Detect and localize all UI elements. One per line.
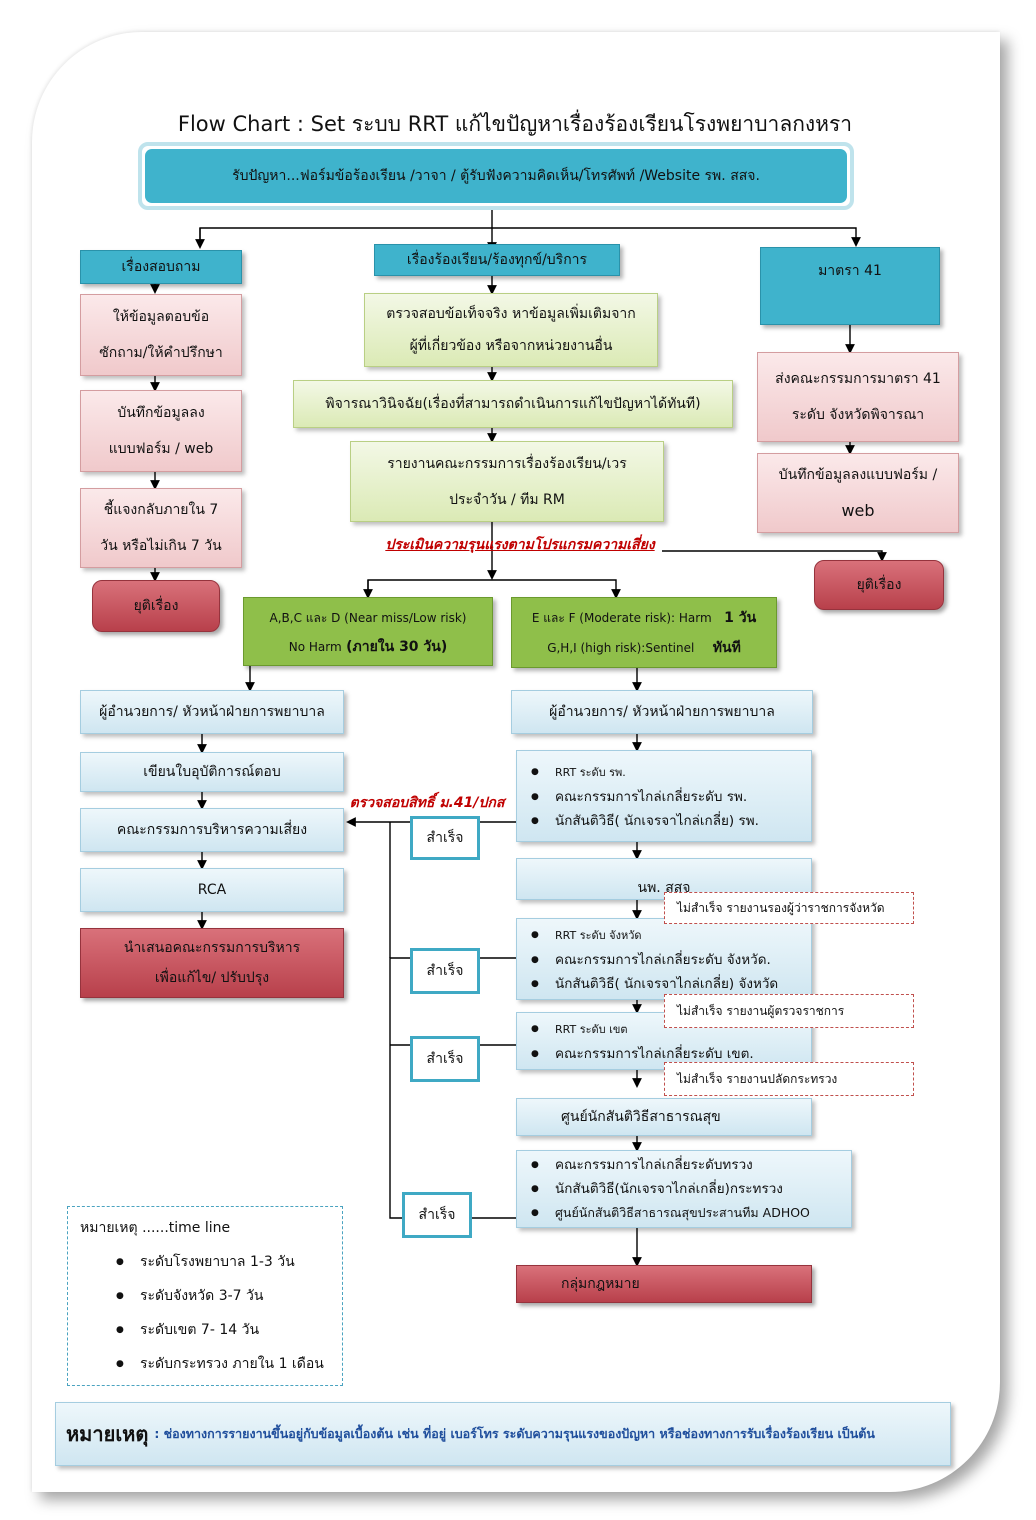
inquiry-reply-box: ชี้แจงกลับภายใน 7 วัน หรือไม่เกิน 7 วัน (80, 488, 242, 568)
hospital-rrt: RRT ระดับ รพ. (531, 760, 811, 785)
region-level-list: RRT ระดับ เขต คณะกรรมการไกล่เกลี่ยระดับ … (517, 1017, 811, 1066)
section41-end-button: ยุติเรื่อง (814, 560, 944, 610)
footnote-label: หมายเหตุ (66, 1422, 149, 1446)
high-risk-sentinel: G,H,I (high risk):Sentinel (547, 640, 695, 655)
intake-text: รับปัญหา...ฟอร์มข้อร้องเรียน /วาจา / ตู้… (232, 167, 760, 184)
ministry-level-list: คณะกรรมการไกล่เกลี่ยระดับทรวง นักสันติวิ… (517, 1153, 851, 1225)
hospital-level-box: RRT ระดับ รพ. คณะกรรมการไกล่เกลี่ยระดับ … (516, 750, 812, 842)
high-director-box: ผู้อำนวยการ/ หัวหน้าฝ่ายการพยาบาล (511, 690, 813, 734)
timeline-hospital: ระดับโรงพยาบาล 1-3 วัน (116, 1245, 342, 1279)
fail-box-province: ไม่สำเร็จ รายงานรองผู้ว่าราชการจังหวัด (664, 892, 914, 924)
inquiry-answer-box: ให้ข้อมูลตอบข้อ ซักถาม/ให้คำปรึกษา (80, 294, 242, 376)
low-risk-box: A,B,C และ D (Near miss/Low risk) No Harm… (243, 597, 493, 666)
timeline-note: หมายเหตุ ......time line ระดับโรงพยาบาล … (67, 1206, 343, 1386)
success-box-region: สำเร็จ (410, 1036, 480, 1082)
low-risk-line2: No Harm (ภายใน 30 วัน) (289, 633, 448, 661)
assess-severity-label: ประเมินความรุนแรงตามโปรแกรมความเสี่ยง (385, 536, 655, 553)
section41-record-box: บันทึกข้อมูลลงแบบฟอร์ม / web (757, 453, 959, 533)
present-line1: นำเสนอคณะกรรมการบริหาร (123, 940, 301, 956)
inquiry-answer-line1: ให้ข้อมูลตอบข้อ (112, 309, 210, 325)
province-peacemaker: นักสันติวิธี( นักเจรจาไกล่เกลี่ย) จังหวั… (531, 972, 811, 996)
inquiry-answer-line2: ซักถาม/ให้คำปรึกษา (99, 345, 223, 361)
low-risk-line1: A,B,C และ D (Near miss/Low risk) (269, 610, 467, 625)
province-rrt: RRT ระดับ จังหวัด (531, 923, 811, 948)
hospital-mediation: คณะกรรมการไกล่เกลี่ยระดับ รพ. (531, 785, 811, 809)
inquiry-record-line1: บันทึกข้อมูลลง (117, 405, 205, 421)
legal-group-box: กลุ่มกฎหมาย (516, 1265, 812, 1303)
low-director-box: ผู้อำนวยการ/ หัวหน้าฝ่ายการพยาบาล (80, 690, 344, 734)
rca-box: RCA (80, 868, 344, 912)
complaint-header: เรื่องร้องเรียน/ร้องทุกข์/บริการ (374, 244, 620, 276)
report-line1: รายงานคณะกรรมการเรื่องร้องเรียน/เวร (387, 455, 627, 472)
intake-inner: รับปัญหา...ฟอร์มข้อร้องเรียน /วาจา / ตู้… (145, 149, 847, 203)
fact-check-box: ตรวจสอบข้อเท็จจริง หาข้อมูลเพิ่มเติมจาก … (364, 293, 658, 367)
inquiry-header: เรื่องสอบถาม (80, 250, 242, 284)
fact-check-line1: ตรวจสอบข้อเท็จจริง หาข้อมูลเพิ่มเติมจาก (386, 306, 636, 322)
high-risk-box: E และ F (Moderate risk): Harm 1 วัน G,H,… (511, 597, 777, 668)
success-box-hospital: สำเร็จ (410, 816, 480, 860)
province-mediation: คณะกรรมการไกล่เกลี่ยระดับ จังหวัด. (531, 948, 811, 972)
check-rights-label: ตรวจสอบสิทธิ์ ม.41/ปกส (349, 794, 505, 811)
timeline-list: ระดับโรงพยาบาล 1-3 วัน ระดับจังหวัด 3-7 … (80, 1245, 342, 1381)
inquiry-record-line2: แบบฟอร์ม / web (108, 441, 214, 457)
risk-committee-box: คณะกรรมการบริหารความเสี่ยง (80, 808, 344, 852)
section41-header: มาตรา 41 (760, 247, 940, 325)
fail-box-ministry: ไม่สำเร็จ รายงานปลัดกระทรวง (664, 1062, 914, 1096)
section41-committee-line2: ระดับ จังหวัดพิจารณา (791, 407, 925, 423)
inquiry-reply-line1: ชี้แจงกลับภายใน 7 (103, 502, 219, 518)
report-line2: ประจำวัน / ทีม RM (449, 491, 565, 508)
timeline-region: ระดับเขต 7- 14 วัน (116, 1313, 342, 1347)
report-box: รายงานคณะกรรมการเรื่องร้องเรียน/เวร ประจ… (350, 441, 664, 522)
success-box-province: สำเร็จ (410, 948, 480, 994)
section41-committee-line1: ส่งคณะกรรมการมาตรา 41 (775, 371, 941, 387)
region-rrt: RRT ระดับ เขต (531, 1017, 811, 1042)
section41-record-line1: บันทึกข้อมูลลงแบบฟอร์ม / (778, 467, 938, 483)
ministry-mediation: คณะกรรมการไกล่เกลี่ยระดับทรวง (531, 1153, 851, 1177)
province-level-box: RRT ระดับ จังหวัด คณะกรรมการไกล่เกลี่ยระ… (516, 918, 812, 1000)
high-risk-moderate-deadline: 1 วัน (724, 609, 757, 626)
timeline-heading: หมายเหตุ ......time line (80, 1220, 231, 1236)
fact-check-line2: ผู้ที่เกี่ยวข้อง หรือจากหน่วยงานอื่น (409, 338, 613, 354)
present-committee-box: นำเสนอคณะกรรมการบริหาร เพื่อแก้ไข/ ปรับป… (80, 928, 344, 998)
peace-center-box: ศูนย์นักสันติวิธีสาธารณสุข (516, 1098, 812, 1136)
timeline-province: ระดับจังหวัด 3-7 วัน (116, 1279, 342, 1313)
high-risk-line2: G,H,I (high risk):Sentinel ทันที (547, 633, 741, 663)
province-level-list: RRT ระดับ จังหวัด คณะกรรมการไกล่เกลี่ยระ… (517, 923, 811, 996)
ministry-peacemaker: นักสันติวิธี(นักเจรจาไกล่เกลี่ย)กระทรวง (531, 1177, 851, 1201)
timeline-ministry: ระดับกระทรวง ภายใน 1 เดือน (116, 1347, 342, 1381)
high-risk-line1: E และ F (Moderate risk): Harm 1 วัน (532, 603, 756, 633)
footnote-text: : ช่องทางการรายงานขึ้นอยู่กับข้อมูลเบื้อ… (154, 1426, 875, 1441)
decision-box: พิจารณาวินิจฉัย(เรื่องที่สามารถดำเนินการ… (293, 380, 733, 428)
region-mediation: คณะกรรมการไกล่เกลี่ยระดับ เขต. (531, 1042, 811, 1066)
fail-box-region: ไม่สำเร็จ รายงานผู้ตรวจราชการ (664, 994, 914, 1028)
footnote-bar: หมายเหตุ : ช่องทางการรายงานขึ้นอยู่กับข้… (55, 1402, 951, 1466)
section41-committee-box: ส่งคณะกรรมการมาตรา 41 ระดับ จังหวัดพิจาร… (757, 352, 959, 442)
ministry-center: ศูนย์นักสันติวิธีสาธารณสุขประสานทีม ADHO… (531, 1201, 851, 1225)
inquiry-record-box: บันทึกข้อมูลลง แบบฟอร์ม / web (80, 390, 242, 472)
hospital-peacemaker: นักสันติวิธี( นักเจรจาไกล่เกลี่ย) รพ. (531, 809, 811, 833)
inquiry-reply-line2: วัน หรือไม่เกิน 7 วัน (100, 538, 222, 554)
incident-report-box: เขียนใบอุบัติการณ์ตอบ (80, 752, 344, 792)
intake-box: รับปัญหา...ฟอร์มข้อร้องเรียน /วาจา / ตู้… (138, 142, 854, 210)
section41-record-line2: web (841, 501, 875, 520)
low-risk-noharm: No Harm (288, 639, 342, 654)
ministry-level-box: คณะกรรมการไกล่เกลี่ยระดับทรวง นักสันติวิ… (516, 1150, 852, 1228)
low-risk-deadline: (ภายใน 30 วัน) (346, 638, 448, 655)
present-line2: เพื่อแก้ไข/ ปรับปรุง (154, 970, 270, 986)
high-risk-moderate: E และ F (Moderate risk): Harm (531, 610, 712, 625)
inquiry-end-button: ยุติเรื่อง (92, 580, 220, 632)
high-risk-sentinel-deadline: ทันที (712, 639, 741, 656)
hospital-level-list: RRT ระดับ รพ. คณะกรรมการไกล่เกลี่ยระดับ … (517, 760, 811, 833)
success-box-ministry: สำเร็จ (402, 1192, 472, 1238)
page-title: Flow Chart : Set ระบบ RRT แก้ไขปัญหาเรื่… (177, 112, 853, 137)
